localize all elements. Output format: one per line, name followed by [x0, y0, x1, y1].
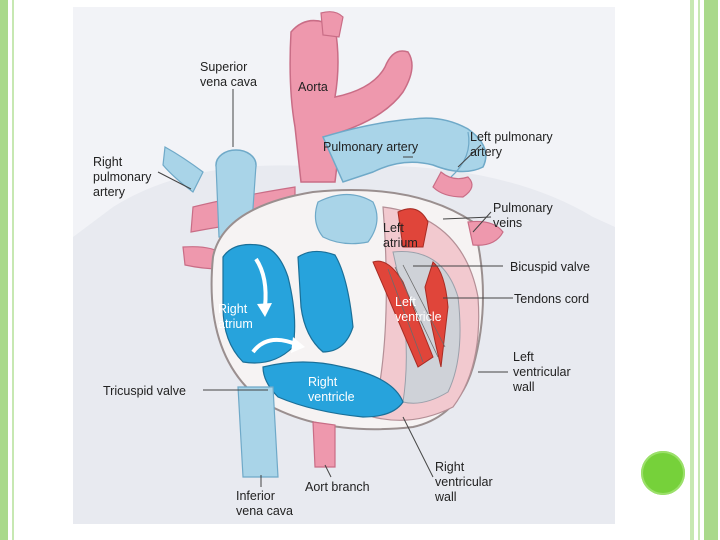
label-pulmonary-artery: Pulmonary artery: [323, 140, 418, 155]
label-bicuspid-valve: Bicuspid valve: [510, 260, 590, 275]
inferior-vena-cava-shape: [238, 387, 278, 477]
label-right-atrium: Right atrium: [218, 302, 253, 332]
slide-right-border: [690, 0, 720, 540]
left-atrium-shape: [315, 195, 377, 244]
label-tendons-cord: Tendons cord: [514, 292, 589, 307]
heart-diagram-image: Superior vena cava Aorta Right pulmonary…: [73, 7, 615, 524]
label-aort-branch: Aort branch: [305, 480, 370, 495]
slide-decoration-circle: [641, 451, 685, 495]
label-right-pulmonary-artery: Right pulmonary artery: [93, 155, 151, 200]
label-left-ventricle: Left ventricle: [395, 295, 442, 325]
label-inferior-vena-cava: Inferior vena cava: [236, 489, 293, 519]
slide-left-border-line: [12, 0, 14, 540]
label-superior-vena-cava: Superior vena cava: [200, 60, 257, 90]
label-right-ventricular-wall: Right ventricular wall: [435, 460, 493, 505]
label-tricuspid-valve: Tricuspid valve: [103, 384, 186, 399]
label-right-ventricle: Right ventricle: [308, 375, 355, 405]
label-left-pulmonary-artery: Left pulmonary artery: [470, 130, 553, 160]
slide-left-border: [0, 0, 8, 540]
label-left-atrium: Left atrium: [383, 221, 418, 251]
label-aorta: Aorta: [298, 80, 328, 95]
label-left-ventricular-wall: Left ventricular wall: [513, 350, 571, 395]
label-pulmonary-veins: Pulmonary veins: [493, 201, 553, 231]
